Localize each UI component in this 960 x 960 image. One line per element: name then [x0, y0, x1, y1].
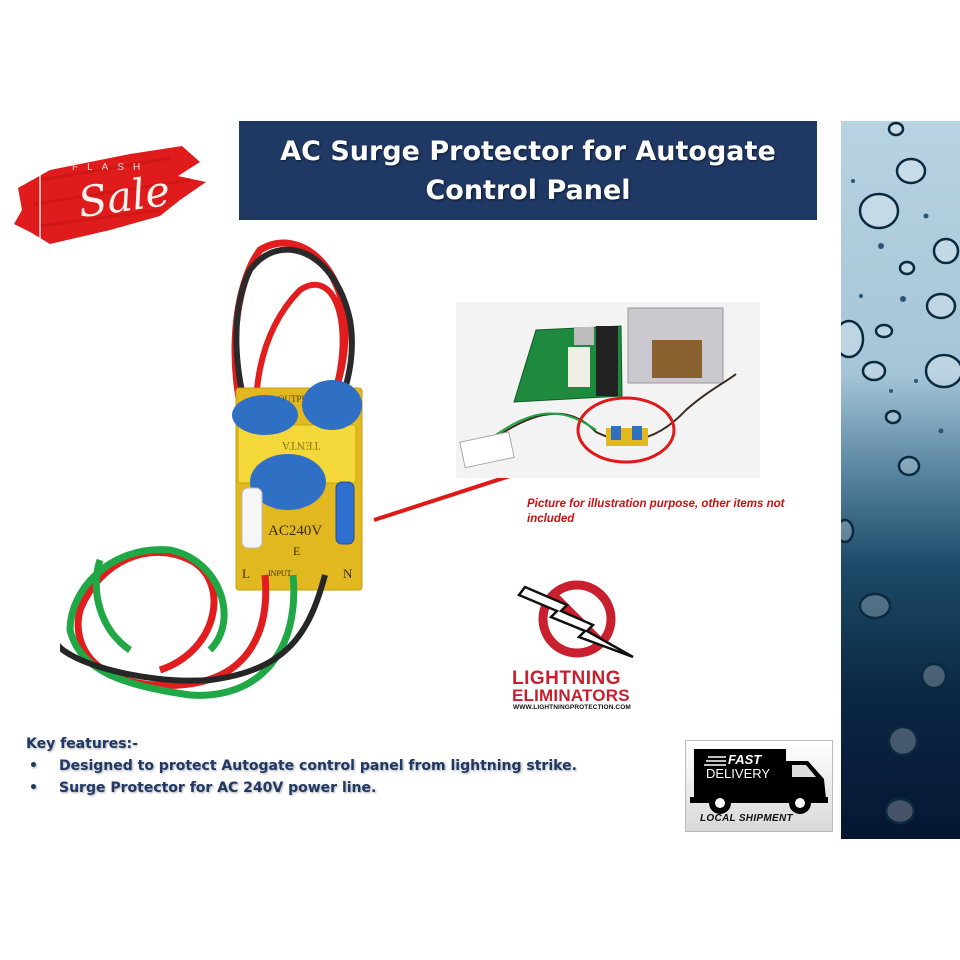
lightning-eliminators-logo: LIGHTNING ELIMINATORS WWW.LIGHTNINGPROTE…: [505, 575, 665, 715]
svg-text:N: N: [343, 566, 353, 581]
water-droplets-decoration: [841, 121, 960, 839]
local-shipment-text: LOCAL SHIPMENT: [700, 813, 793, 824]
board-voltage-label: AC240V: [268, 523, 322, 539]
logo-url: WWW.LIGHTNINGPROTECTION.COM: [513, 704, 631, 711]
features-heading: Key features:-: [26, 736, 138, 752]
truck-icon: [690, 749, 828, 814]
flash-sale-badge: FLASH Sale: [10, 140, 210, 250]
page-title-banner: AC Surge Protector for Autogate Control …: [239, 121, 817, 220]
feature-item: • Surge Protector for AC 240V power line…: [26, 777, 686, 799]
feature-text: Designed to protect Autogate control pan…: [59, 758, 577, 774]
key-features: Key features:- • Designed to protect Aut…: [26, 733, 686, 799]
svg-text:INPUT: INPUT: [268, 569, 292, 578]
brush-stroke-icon: [14, 146, 206, 244]
fast-delivery-badge: FAST DELIVERY LOCAL SHIPMENT: [685, 740, 833, 832]
installation-photo: [456, 302, 760, 478]
flash-text: FLASH: [72, 162, 150, 173]
logo-line2: ELIMINATORS: [512, 686, 630, 705]
no-lightning-icon: [517, 580, 634, 659]
delivery-text: DELIVERY: [706, 766, 771, 781]
logo-line1: LIGHTNING: [512, 668, 621, 689]
bullet-icon: •: [29, 780, 38, 796]
illustration-caption: Picture for illustration purpose, other …: [527, 498, 785, 525]
page-title: AC Surge Protector for Autogate Control …: [280, 135, 776, 206]
fast-text: FAST: [728, 752, 762, 767]
board-output-label: OUTPUT: [278, 394, 314, 404]
feature-item: • Designed to protect Autogate control p…: [26, 755, 686, 777]
svg-text:E: E: [293, 544, 300, 558]
svg-text:L: L: [242, 566, 250, 581]
svg-text:TENTA: TENTA: [281, 439, 320, 453]
feature-text: Surge Protector for AC 240V power line.: [59, 780, 377, 796]
product-photo: OUTPUT TENTA AC240V E L INPUT N: [52, 230, 380, 710]
bullet-icon: •: [29, 758, 38, 774]
